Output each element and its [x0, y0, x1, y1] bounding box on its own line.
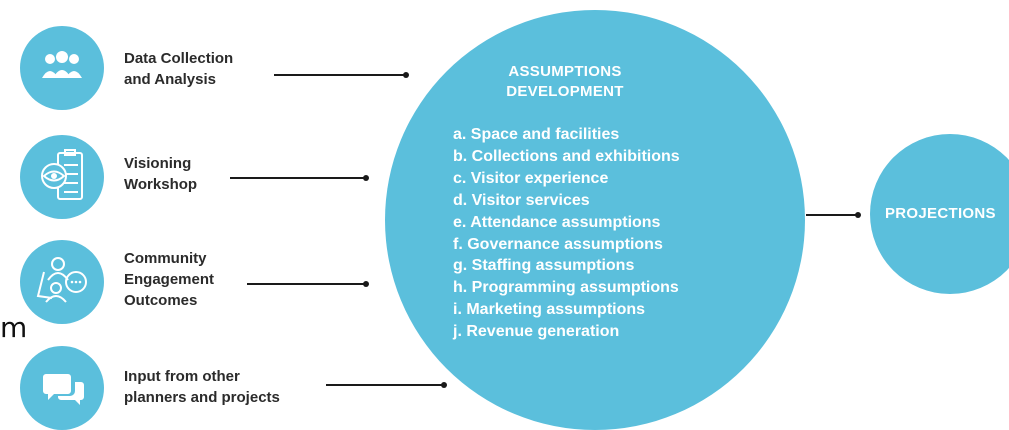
visioning-workshop-circle [20, 135, 104, 219]
community-chat-icon [36, 257, 87, 303]
people-group-icon [42, 51, 82, 78]
community-engagement-label: Community Engagement Outcomes [124, 250, 215, 309]
assumption-item: a. Space and facilities [453, 126, 620, 143]
eye-checklist-icon [41, 149, 83, 200]
assumption-item: e. Attendance assumptions [453, 213, 661, 231]
data-collection-circle [20, 26, 104, 110]
assumption-item: c. Visitor experience [453, 169, 609, 187]
connector-visioning-workshop [230, 175, 369, 181]
connector-community-engagement [247, 281, 369, 287]
stray-text: m [0, 311, 28, 344]
assumption-item: d. Visitor services [453, 191, 590, 209]
other-planners-circle [20, 346, 104, 430]
community-engagement-circle [20, 240, 104, 324]
projections-circle [870, 134, 1009, 294]
connector-projections [806, 212, 861, 218]
assumption-item: j. Revenue generation [453, 323, 620, 341]
visioning-workshop-label: Visioning Workshop [124, 155, 198, 193]
speech-bubbles-icon [43, 374, 84, 405]
assumption-item: b. Collections and exhibitions [453, 147, 680, 165]
assumption-item: i. Marketing assumptions [453, 301, 646, 319]
assumptions-list: a. Space and facilities b. Collections a… [453, 124, 680, 343]
connector-data-collection [274, 72, 409, 78]
assumptions-title: ASSUMPTIONS DEVELOPMENT [506, 63, 624, 100]
assumption-item: h. Programming assumptions [453, 279, 679, 297]
assumption-item: g. Staffing assumptions [453, 257, 635, 275]
data-collection-label: Data Collection and Analysis [124, 50, 234, 88]
connector-other-planners [326, 382, 447, 388]
other-planners-label: Input from other planners and projects [124, 368, 280, 406]
assumptions-circle [385, 10, 805, 430]
projections-label: PROJECTIONS [885, 205, 996, 222]
assumption-item: f. Governance assumptions [453, 235, 663, 253]
